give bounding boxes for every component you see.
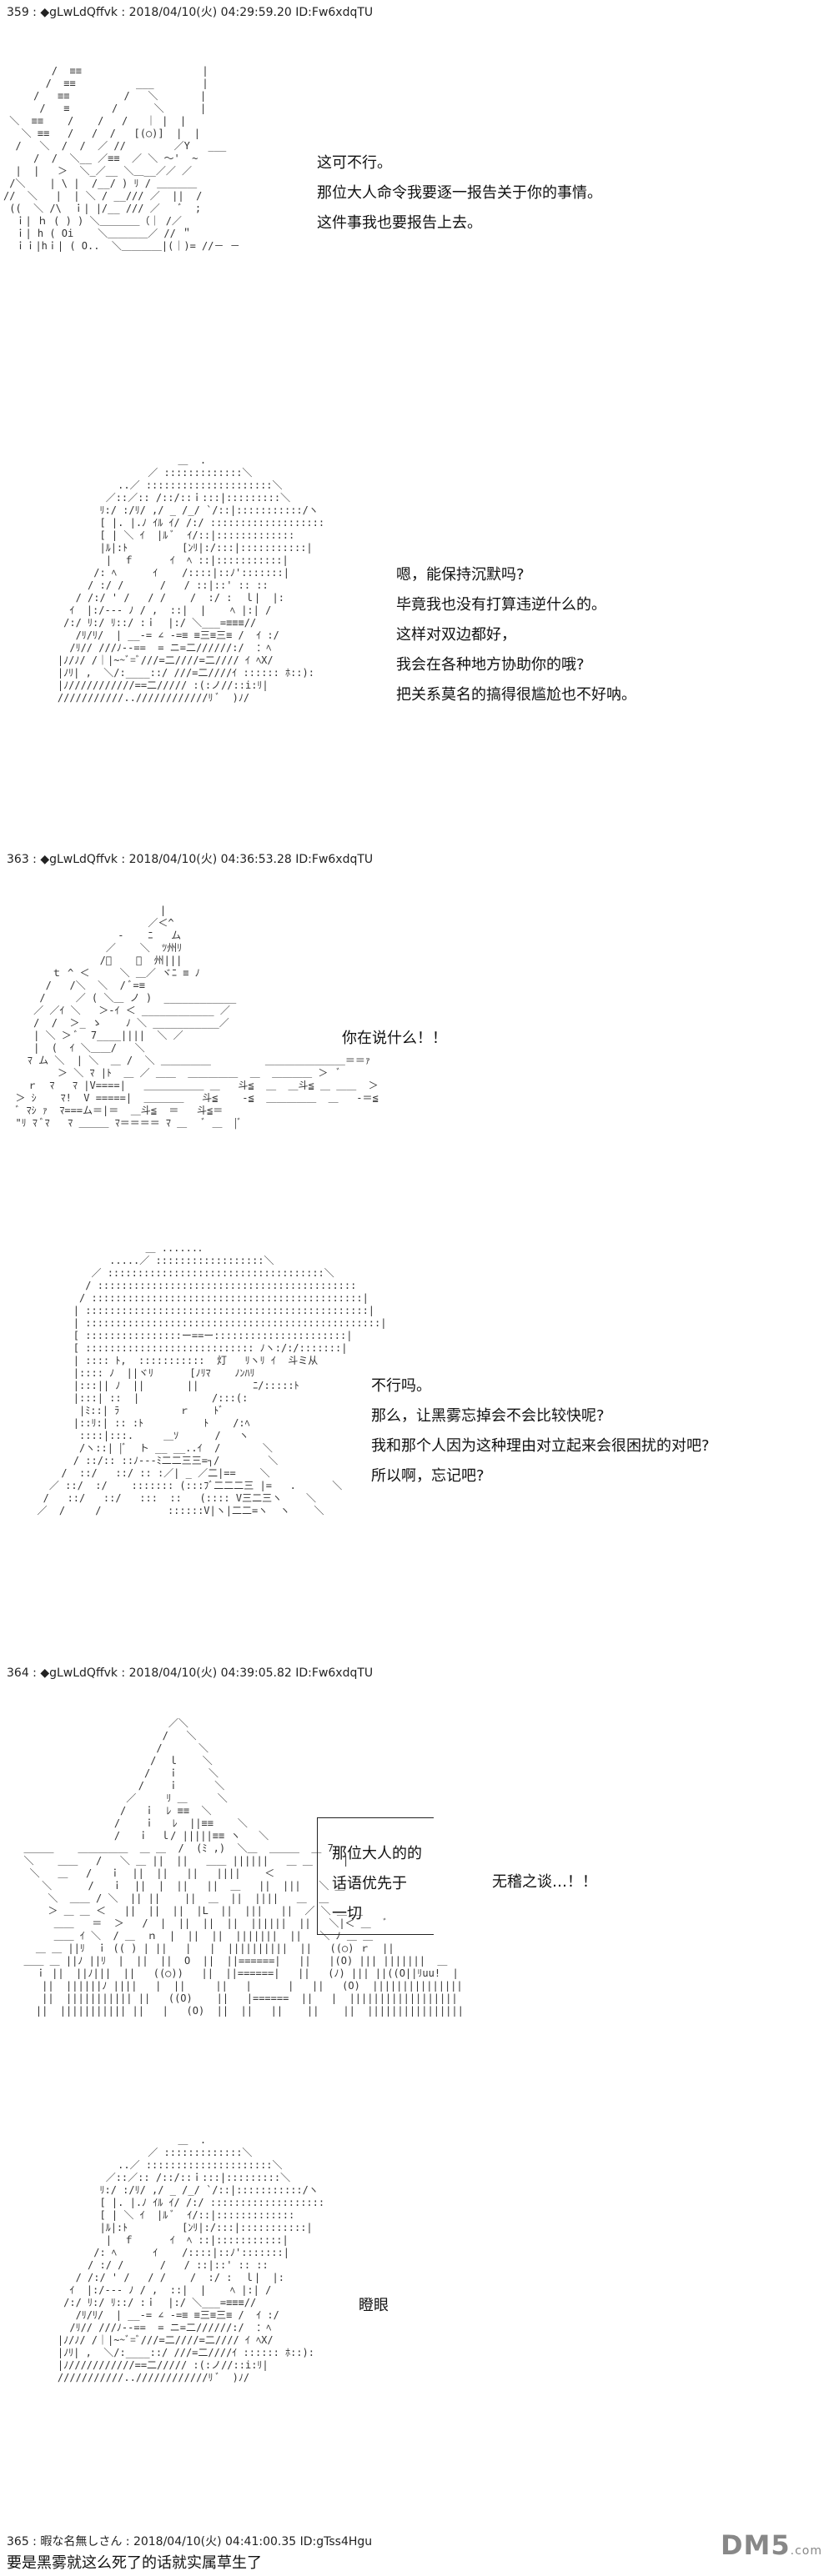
dialog-7: 瞪眼 bbox=[359, 2297, 389, 2314]
speech-bubble-bottom bbox=[317, 1934, 434, 1935]
ascii-art-figure-4: ＿ ......． .....／ ::::::::::::::::::＼ ／ :… bbox=[37, 1242, 387, 1516]
ascii-art-figure-3: | ／＜^ - ﾆ ム ／ ＼ ﾂ州ﾘ /ﾞ ／ 州||| ｔ ^ ＜ ＼ ＿／… bbox=[15, 905, 379, 1129]
dialog-3: 你在说什么！！ bbox=[342, 1030, 447, 1047]
ascii-art-figure-6: ＿ . ／ :::::::::::::＼ ..／ :::::::::::::::… bbox=[57, 2134, 325, 2383]
speech-bubble-top bbox=[317, 1817, 434, 1818]
post-header-365: 365 : 暇な名無しさん : 2018/04/10(火) 04:41:00.3… bbox=[7, 2535, 373, 2548]
dialog-2: 嗯，能保持沉默吗? 毕竟我也没有打算违逆什么的。 这样对双边都好， 我会在各种地… bbox=[396, 566, 636, 704]
post-header-363: 363 : ◆gLwLdQffvk : 2018/04/10(火) 04:36:… bbox=[7, 853, 374, 866]
dm5-watermark-logo: DM5.com bbox=[720, 2529, 822, 2561]
speech-bubble-left bbox=[317, 1817, 318, 1934]
dialog-1: 这可不行。 那位大人命令我要逐一报告关于你的事情。 这件事我也要报告上去。 bbox=[317, 154, 602, 232]
dialog-5: 那位大人的的 话语优先于 一切 bbox=[332, 1845, 422, 1922]
reply-text: 要是黑雾就这么死了的话就实属草生了 bbox=[7, 2554, 262, 2572]
ascii-art-figure-2: ＿ . ／ :::::::::::::＼ ..／ :::::::::::::::… bbox=[57, 454, 325, 704]
ascii-art-figure-1: / ≡≡ | / ≡≡ ___ | / ≡≡ / ＼ | / ≡ / ＼ | ＼… bbox=[3, 65, 240, 252]
post-header-364: 364 : ◆gLwLdQffvk : 2018/04/10(火) 04:39:… bbox=[7, 1666, 374, 1680]
dialog-6: 无稽之谈…！！ bbox=[492, 1873, 597, 1891]
post-header-359: 359 : ◆gLwLdQffvk : 2018/04/10(火) 04:29:… bbox=[7, 6, 374, 19]
ascii-art-figure-5: ／＼ / ＼ / ＼ / ｌ ＼ / ｉ ＼ / ｉ ＼ ／ ﾘ ＿ bbox=[23, 1717, 464, 2017]
dialog-4: 不行吗。 那么，让黑雾忘掉会不会比较快呢? 我和那个人因为这种理由对立起来会很困… bbox=[371, 1377, 710, 1485]
